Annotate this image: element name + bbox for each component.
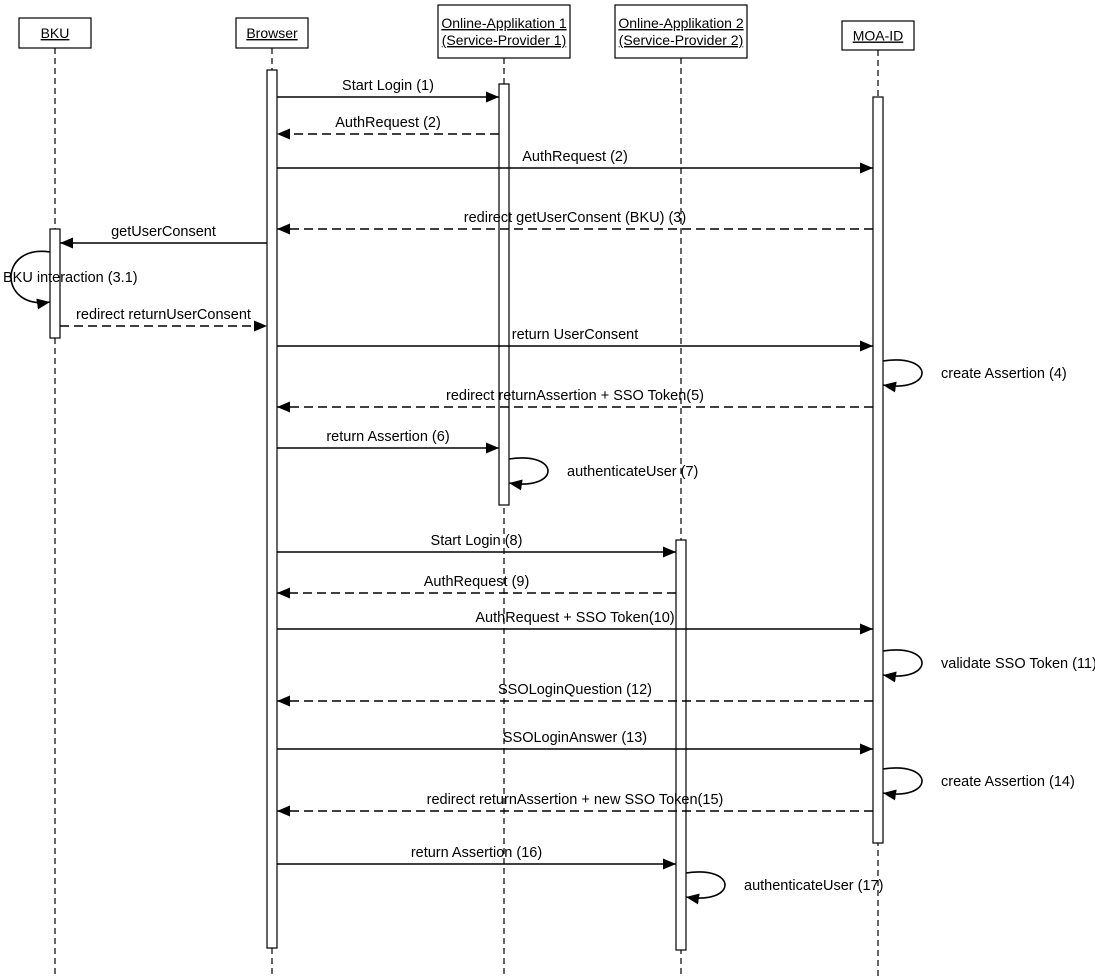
activation-bar-moaid: [872, 96, 884, 844]
message-label: create Assertion (4): [941, 366, 1067, 382]
self-message-arrow: [685, 871, 726, 905]
message-label: SSOLoginQuestion (12): [498, 682, 652, 698]
message-label: BKU interaction (3.1): [3, 270, 138, 286]
message-label: create Assertion (14): [941, 774, 1075, 790]
message-label: AuthRequest (9): [424, 574, 530, 590]
message-label: AuthRequest (2): [335, 115, 441, 131]
message-label: return Assertion (6): [326, 429, 449, 445]
participant-label-oa1: (Service-Provider 1): [442, 32, 566, 48]
participant-box-oa2: [614, 4, 748, 59]
participant-label-oa2: Online-Applikation 2: [618, 15, 744, 31]
self-message-arrow: [882, 767, 923, 801]
participant-label-oa2: (Service-Provider 2): [619, 32, 743, 48]
message-label: redirect returnAssertion + SSO Token(5): [446, 388, 704, 404]
message-label: redirect returnAssertion + new SSO Token…: [427, 792, 724, 808]
message-label: authenticateUser (7): [567, 464, 698, 480]
message-label: Start Login (8): [431, 533, 523, 549]
participant-box-browser: [235, 17, 309, 49]
message-label: return UserConsent: [512, 327, 639, 343]
message-label: validate SSO Token (11): [941, 656, 1095, 672]
message-label: AuthRequest (2): [522, 149, 628, 165]
participant-box-bku: [18, 17, 92, 49]
message-label: AuthRequest + SSO Token(10): [475, 610, 674, 626]
message-label: authenticateUser (17): [744, 878, 883, 894]
message-label: redirect returnUserConsent: [76, 307, 251, 323]
self-message-arrow: [882, 649, 923, 683]
message-label: Start Login (1): [342, 78, 434, 94]
message-label: return Assertion (16): [411, 845, 542, 861]
activation-bar-browser: [266, 69, 278, 949]
message-label: getUserConsent: [111, 224, 216, 240]
self-message-arrow: [508, 457, 549, 491]
participant-box-moaid: [841, 20, 915, 51]
activation-bar-bku: [49, 228, 61, 339]
message-label: redirect getUserConsent (BKU) (3): [464, 210, 686, 226]
activation-bar-oa2: [675, 539, 687, 951]
message-label: SSOLoginAnswer (13): [503, 730, 647, 746]
self-message-arrow: [10, 250, 51, 310]
activation-bar-oa1: [498, 83, 510, 506]
participant-label-bku: BKU: [41, 25, 70, 41]
participant-label-oa1: Online-Applikation 1: [441, 15, 567, 31]
participant-label-browser: Browser: [246, 25, 298, 41]
self-message-arrow: [882, 359, 923, 393]
participant-box-oa1: [437, 4, 571, 59]
participant-label-moaid: MOA-ID: [853, 28, 904, 44]
